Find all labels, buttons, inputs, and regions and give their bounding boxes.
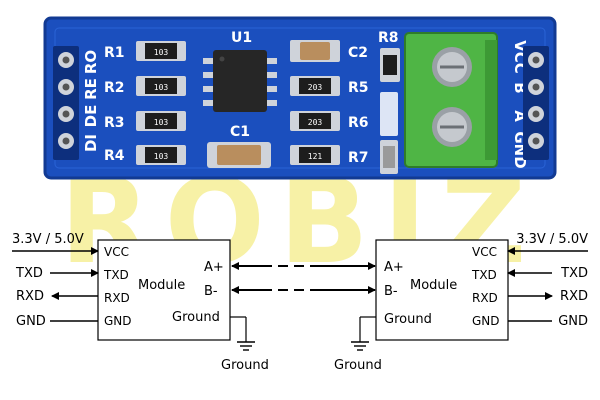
left-supply-label: 3.3V / 5.0V xyxy=(12,232,84,247)
resistor-label-r2: R2 xyxy=(104,80,125,96)
right-supply-label: 3.3V / 5.0V xyxy=(516,232,588,247)
resistor-label-r5: R5 xyxy=(348,80,369,96)
resistor-code-r1: 103 xyxy=(154,48,169,57)
resistor-code-r4: 103 xyxy=(154,152,169,161)
resistor-code-r3: 103 xyxy=(154,118,169,127)
pin-label-de: DE xyxy=(82,105,100,128)
right-pin-gnd: GND xyxy=(472,314,500,328)
left-pin-rxd: RXD xyxy=(104,291,130,305)
resistor-label-r6: R6 xyxy=(348,115,369,131)
left-pin-gnd: GND xyxy=(104,314,132,328)
right-pin-header xyxy=(523,46,549,160)
cap-label-c1: C1 xyxy=(230,124,250,140)
right-pin-txd: TXD xyxy=(471,268,497,282)
left-ext-txd: TXD xyxy=(15,266,43,281)
resistor-label-r4: R4 xyxy=(104,148,125,164)
resistor-label-r8: R8 xyxy=(378,30,399,46)
r8-and-leds: R8 xyxy=(378,30,400,174)
left-ground-symbol-label: Ground xyxy=(221,358,269,373)
right-bus-a: A+ xyxy=(384,260,404,275)
pin-label-ro: RO xyxy=(82,50,100,74)
left-ext-rxd: RXD xyxy=(16,289,44,304)
left-ground-label: Ground xyxy=(172,310,220,325)
cap-label-c2: C2 xyxy=(348,45,368,61)
pin-label-b: B xyxy=(511,82,529,93)
left-module-title: Module xyxy=(138,278,185,293)
resistor-label-r1: R1 xyxy=(104,45,125,61)
right-pin-rxd: RXD xyxy=(472,291,498,305)
rs485-bus xyxy=(231,262,376,294)
left-pin-header xyxy=(53,46,79,160)
right-pin-vcc: VCC xyxy=(472,245,497,259)
right-module-box xyxy=(375,239,509,341)
right-ground-label: Ground xyxy=(384,312,432,327)
left-resistors: R1 R2 R3 R4 103 103 103 103 xyxy=(104,41,186,165)
right-ground-symbol-label: Ground xyxy=(334,358,382,373)
right-bus-b: B- xyxy=(384,284,398,299)
right-ext-rxd: RXD xyxy=(560,289,588,304)
left-pin-vcc: VCC xyxy=(104,245,129,259)
right-ground-symbol: Ground xyxy=(334,316,382,373)
left-header-labels: RO RE DE DI xyxy=(82,50,100,152)
left-module: 3.3V / 5.0V VCC TXD RXD GND Module A+ B-… xyxy=(12,232,231,341)
right-ext-gnd: GND xyxy=(558,314,588,329)
left-bus-a: A+ xyxy=(204,260,224,275)
left-ground-symbol: Ground xyxy=(221,316,269,373)
ic-u1: U1 xyxy=(203,30,277,112)
pin-label-di: DI xyxy=(82,134,100,152)
screw-terminal xyxy=(404,32,498,168)
right-module: A+ B- Module Ground VCC TXD RXD GND 3.3V… xyxy=(375,232,588,341)
ic-label: U1 xyxy=(231,30,252,46)
left-ext-gnd: GND xyxy=(16,314,46,329)
left-module-box xyxy=(97,239,231,341)
capacitors: C1 C2 xyxy=(207,40,368,168)
resistor-code-r2: 103 xyxy=(154,83,169,92)
resistor-code-r6: 203 xyxy=(308,118,323,127)
resistor-code-r5: 203 xyxy=(308,83,323,92)
pcb-board: RO RE DE DI R1 R2 R3 R4 103 103 103 103 xyxy=(43,16,557,180)
resistor-label-r3: R3 xyxy=(104,115,125,131)
right-module-title: Module xyxy=(410,278,457,293)
right-resistors: 203 R5 203 R6 121 R7 xyxy=(290,76,369,166)
resistor-label-r7: R7 xyxy=(348,150,369,166)
right-ext-txd: TXD xyxy=(560,266,588,281)
left-pin-txd: TXD xyxy=(103,268,129,282)
left-bus-b: B- xyxy=(204,284,218,299)
resistor-code-r7: 121 xyxy=(308,152,323,161)
pin-label-re: RE xyxy=(82,78,100,100)
